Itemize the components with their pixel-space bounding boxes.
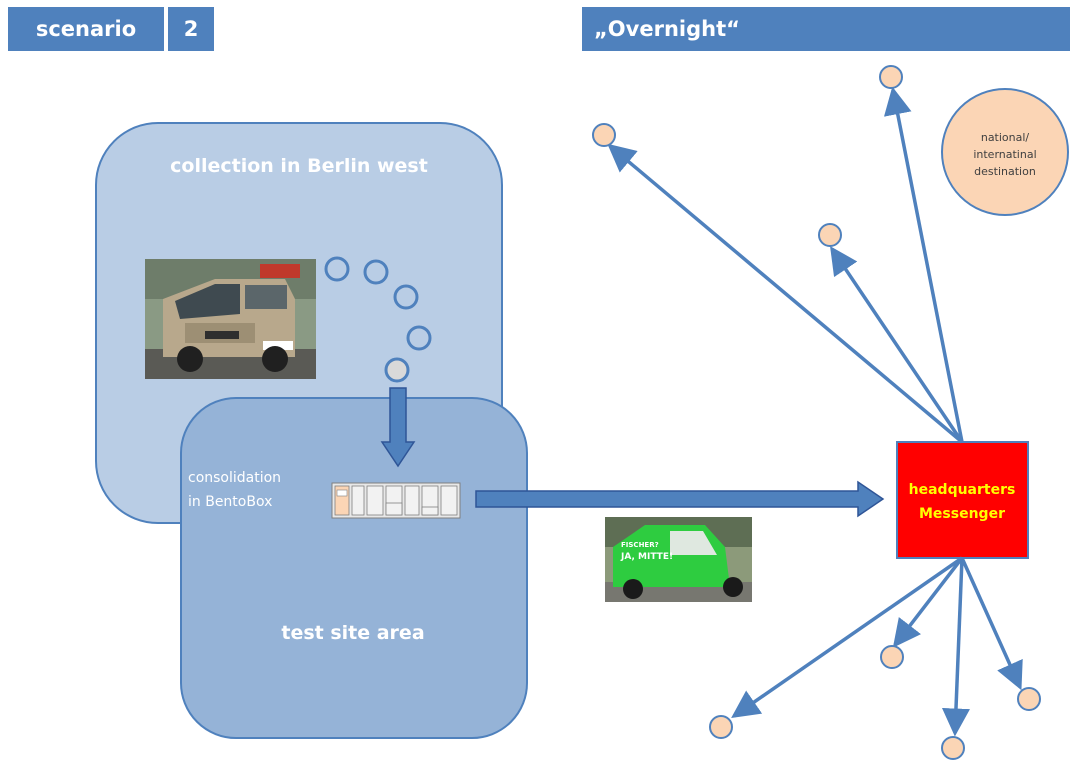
page-title: „Overnight“ [582,7,1070,51]
route-arrow [960,557,1023,691]
route-arrow [607,143,964,444]
destination-point [879,65,903,89]
headquarters-box [896,441,1029,559]
bentobox-icon [331,482,461,519]
route-arrow [941,557,970,737]
scenario-label: scenario [8,7,164,51]
collection-region-label: collection in Berlin west [170,155,428,177]
route-arrow [731,556,963,718]
consolidation-label-line2: in BentoBox [188,494,272,510]
van-photo [145,259,316,379]
test-site-label: test site area [281,622,424,644]
destination-point [1017,687,1041,711]
pickup-point [363,259,389,285]
destination-legend-line1: national/ [981,131,1030,144]
destination-legend-line3: destination [974,165,1036,178]
route-arrow [892,556,964,648]
velotaxi-image: FISCHER? JA, MITTE! [605,517,752,602]
test-site-region [180,397,528,739]
pickup-point [384,357,410,383]
pickup-point [324,256,350,282]
velotaxi-photo: FISCHER? JA, MITTE! [605,517,752,602]
headquarters-label-line2: Messenger [919,506,1005,522]
velotaxi-slogan-2: JA, MITTE! [620,552,673,562]
destination-point [818,223,842,247]
scenario-number: 2 [168,7,214,51]
route-arrow [830,246,964,443]
consolidation-label-line1: consolidation [188,470,281,486]
destination-point [941,736,965,760]
destination-legend-line2: internatinal [973,148,1036,161]
down-arrow [380,387,416,468]
destination-legend-circle [941,88,1069,216]
right-arrow [475,480,885,518]
destination-point [880,645,904,669]
van-image [145,259,316,379]
velotaxi-slogan-1: FISCHER? [621,541,659,549]
headquarters-label-line1: headquarters [909,482,1016,498]
pickup-point [406,325,432,351]
destination-point [709,715,733,739]
pickup-point [393,284,419,310]
route-arrow [883,86,964,443]
destination-point [592,123,616,147]
